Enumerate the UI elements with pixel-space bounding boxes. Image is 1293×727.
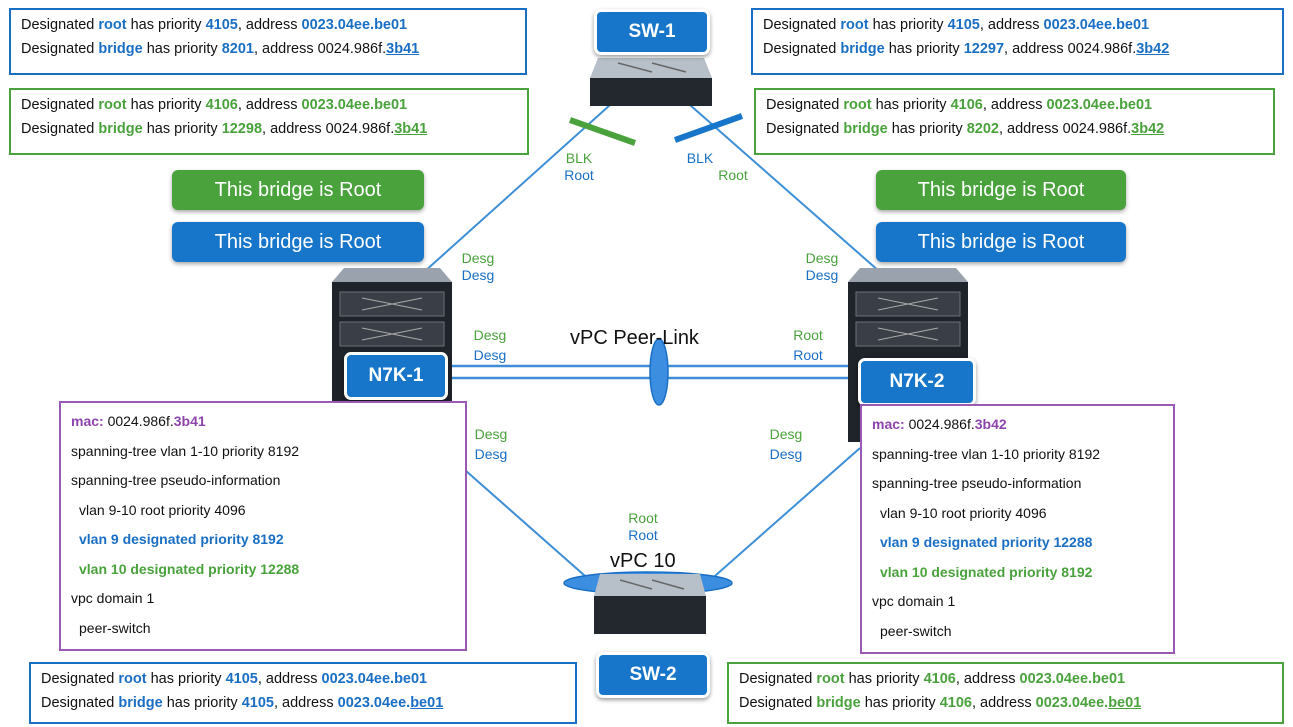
blk-marker-left [568, 117, 637, 146]
designated-root-row: Designated root has priority 4106, addre… [21, 97, 408, 113]
link-n7k1-sw2 [439, 447, 611, 599]
n7k1-config: mac: 0024.986f.3b41 spanning-tree vlan 1… [59, 401, 467, 651]
info-sw2-vlan9: Designated root has priority 4105, addre… [29, 662, 577, 724]
n7k2-config: mac: 0024.986f.3b42 spanning-tree vlan 1… [860, 404, 1175, 654]
cfg-line: vlan 9 designated priority 8192 [79, 531, 284, 547]
sw1-label: SW-1 [594, 9, 710, 55]
n7k1-label: N7K-1 [344, 352, 448, 400]
designated-root-row: Designated root has priority 4105, addre… [21, 17, 408, 33]
info-sw1-vlan9-left: Designated root has priority 4105, addre… [9, 8, 527, 75]
designated-bridge-row: Designated bridge has priority 8201, add… [21, 41, 420, 57]
port-n7k1-peer-role: Desg Desg [473, 327, 507, 363]
n7k2-root-banner-blue: This bridge is Root [876, 222, 1126, 262]
info-sw1-vlan9-right: Designated root has priority 4105, addre… [751, 8, 1284, 75]
info-sw1-vlan10-right: Designated root has priority 4106, addre… [754, 88, 1275, 155]
designated-bridge-row: Designated bridge has priority 4106, add… [739, 695, 1142, 711]
cfg-line: spanning-tree vlan 1-10 priority 8192 [71, 442, 300, 459]
link-sw1-n7k1 [423, 104, 611, 273]
cfg-line: spanning-tree vlan 1-10 priority 8192 [872, 445, 1101, 462]
port-n7k2-up-role: Desg Desg [805, 250, 839, 283]
n7k2-label: N7K-2 [858, 358, 976, 406]
cfg-line: vlan 10 designated priority 8192 [880, 563, 1093, 580]
cfg-line: vpc domain 1 [71, 590, 155, 606]
designated-bridge-row: Designated bridge has priority 12298, ad… [21, 121, 428, 137]
n7k2-root-banner-green: This bridge is Root [876, 170, 1126, 210]
designated-bridge-row: Designated bridge has priority 12297, ad… [763, 41, 1170, 57]
cfg-line: spanning-tree pseudo-information [71, 472, 281, 488]
port-sw1-right-root: Root [718, 167, 748, 183]
cfg-line: vlan 10 designated priority 12288 [79, 560, 300, 577]
designated-root-row: Designated root has priority 4106, addre… [766, 97, 1153, 113]
cfg-mac: mac: 0024.986f.3b42 [872, 416, 1007, 432]
n7k1-root-banner-green: This bridge is Root [172, 170, 424, 210]
port-n7k1-up-role: Desg Desg [461, 250, 495, 283]
port-sw2-up-role: Root Root [628, 510, 658, 543]
cfg-line: vlan 9-10 root priority 4096 [880, 504, 1047, 521]
blk-marker-right [673, 113, 744, 143]
cfg-line: vlan 9 designated priority 12288 [880, 534, 1093, 550]
designated-root-row: Designated root has priority 4105, addre… [41, 671, 428, 687]
cfg-line: peer-switch [79, 619, 151, 636]
cfg-line: vpc domain 1 [872, 593, 956, 609]
cfg-mac: mac: 0024.986f.3b41 [71, 413, 206, 429]
info-sw2-vlan10: Designated root has priority 4106, addre… [727, 662, 1284, 724]
peer-link-ellipse [649, 338, 669, 406]
peer-link-label: vPC Peer-Link [570, 327, 699, 349]
link-n7k2-sw2 [689, 447, 861, 599]
n7k1-root-banner-blue: This bridge is Root [172, 222, 424, 262]
designated-root-row: Designated root has priority 4105, addre… [763, 17, 1150, 33]
port-sw1-right-role: BLK [686, 150, 714, 166]
info-sw1-vlan10-left: Designated root has priority 4106, addre… [9, 88, 529, 155]
cfg-line: spanning-tree pseudo-information [872, 475, 1082, 491]
sw2-device [594, 574, 706, 634]
designated-bridge-row: Designated bridge has priority 4105, add… [41, 695, 444, 711]
cfg-line: peer-switch [880, 622, 952, 639]
designated-root-row: Designated root has priority 4106, addre… [739, 671, 1126, 687]
cfg-line: vlan 9-10 root priority 4096 [79, 501, 246, 518]
link-sw1-n7k2 [689, 104, 881, 273]
vpc10-label: vPC 10 [610, 550, 676, 572]
port-sw1-left-role: BLK Root [564, 150, 594, 183]
designated-bridge-row: Designated bridge has priority 8202, add… [766, 121, 1165, 137]
sw2-label: SW-2 [596, 652, 710, 698]
port-n7k2-down-role: Desg Desg [769, 426, 803, 462]
port-n7k2-peer-role: Root Root [793, 327, 823, 363]
port-n7k1-down-role: Desg Desg [474, 426, 508, 462]
sw1-device [590, 58, 712, 106]
